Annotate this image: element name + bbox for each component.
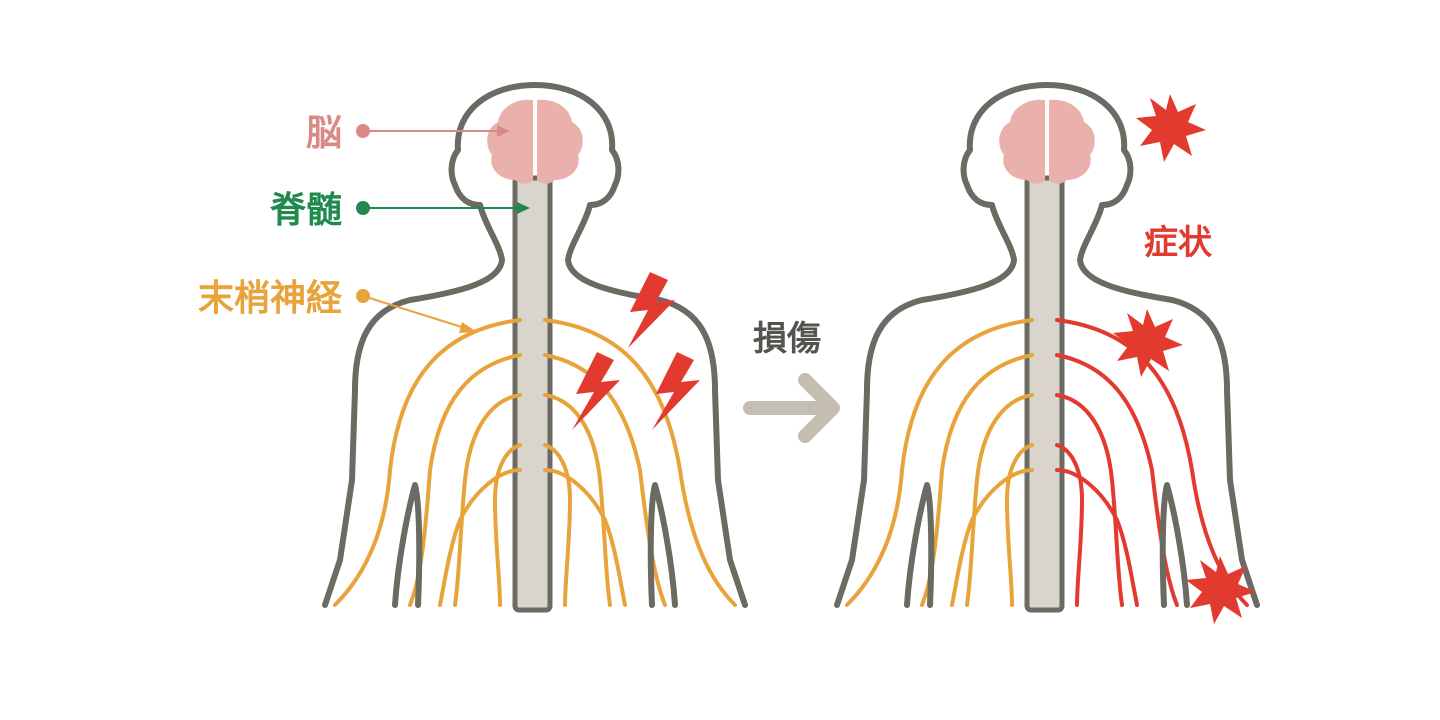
brain-label: 脳 <box>306 113 342 154</box>
spinal-cord-pointer <box>356 201 530 215</box>
lightning-bolt-icon <box>652 352 700 430</box>
peripheral-nerves-right-side <box>543 318 737 607</box>
peripheral-nerves-healthy-side <box>845 318 1034 607</box>
brain-left <box>487 99 583 184</box>
peripheral-nerve-label: 末梢神経 <box>198 278 343 319</box>
lightning-bolt-icon <box>628 272 675 348</box>
peripheral-nerve-pointer <box>356 289 477 333</box>
lightning-bolt-icon <box>572 352 620 430</box>
symptom-label: 症状 <box>1144 223 1213 263</box>
peripheral-nerves-left-side <box>333 318 522 607</box>
right-arrow-icon <box>743 373 840 443</box>
injury-transition: 損傷 <box>743 319 840 443</box>
healthy-figure: 脳 脊髄 末梢神経 <box>198 85 745 613</box>
spinal-cord-label: 脊髄 <box>270 190 342 231</box>
starburst-icon <box>1113 309 1183 377</box>
starburst-icon <box>1186 556 1256 624</box>
brain-right <box>999 99 1095 184</box>
starburst-icon <box>1136 94 1206 162</box>
brain-pointer <box>356 124 510 138</box>
injury-label: 損傷 <box>753 319 821 359</box>
injured-figure <box>837 85 1257 613</box>
